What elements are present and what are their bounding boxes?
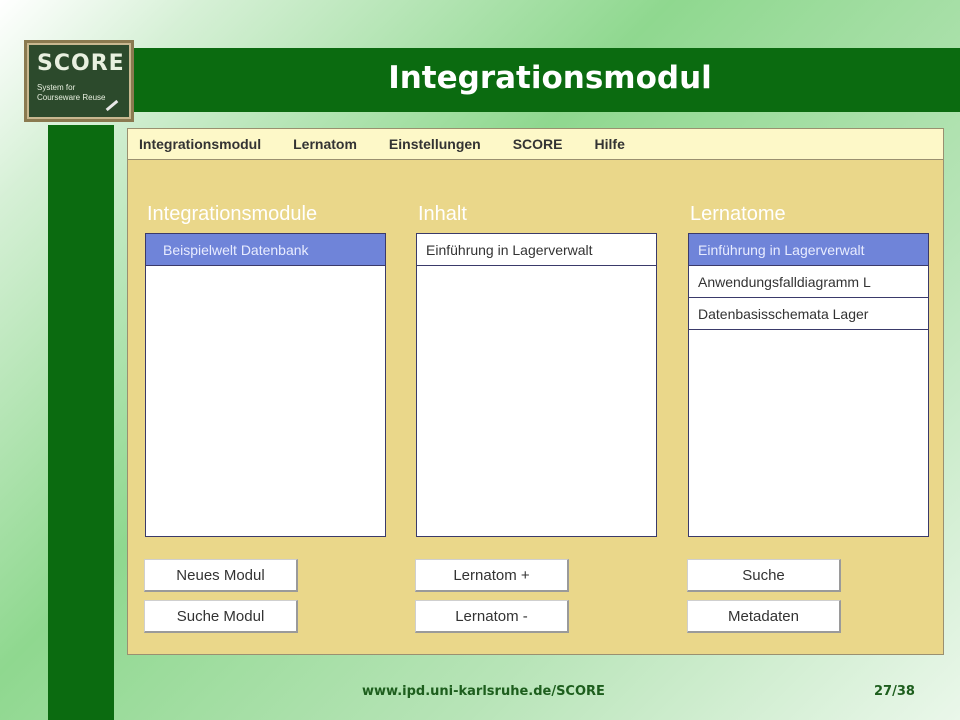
metadaten-button[interactable]: Metadaten	[687, 600, 841, 633]
left-bar-background	[48, 125, 114, 720]
lernatom-plus-button[interactable]: Lernatom +	[415, 559, 569, 592]
app-window: Integrationsmodul Lernatom Einstellungen…	[127, 128, 944, 655]
integrationsmodule-list[interactable]: Beispielwelt Datenbank	[145, 233, 386, 537]
lernatom-minus-button[interactable]: Lernatom -	[415, 600, 569, 633]
list-item[interactable]: Beispielwelt Datenbank	[146, 234, 385, 266]
page-number: 27/38	[874, 684, 915, 699]
menu-bar: Integrationsmodul Lernatom Einstellungen…	[128, 129, 943, 160]
footer-url: www.ipd.uni-karlsruhe.de/SCORE	[362, 684, 605, 699]
suche-modul-button[interactable]: Suche Modul	[144, 600, 298, 633]
suche-button[interactable]: Suche	[687, 559, 841, 592]
list-item[interactable]: Anwendungsfalldiagramm L	[689, 266, 928, 298]
list-item[interactable]: Einführung in Lagerverwalt	[417, 234, 656, 266]
integrationsmodule-heading: Integrationsmodule	[147, 203, 318, 225]
slide-title: Integrationsmodul	[388, 60, 712, 96]
neues-modul-button[interactable]: Neues Modul	[144, 559, 298, 592]
logo-subtitle: System for Courseware Reuse	[37, 83, 106, 102]
menu-lernatom[interactable]: Lernatom	[293, 136, 357, 152]
title-bar-background	[48, 48, 960, 112]
menu-einstellungen[interactable]: Einstellungen	[388, 136, 481, 152]
logo-word: SCORE	[37, 51, 125, 76]
list-item[interactable]: Einführung in Lagerverwalt	[689, 234, 928, 266]
menu-hilfe[interactable]: Hilfe	[594, 136, 625, 152]
list-item[interactable]: Datenbasisschemata Lager	[689, 298, 928, 330]
inhalt-list[interactable]: Einführung in Lagerverwalt	[416, 233, 657, 537]
inhalt-heading: Inhalt	[418, 203, 467, 225]
menu-integrationsmodul[interactable]: Integrationsmodul	[139, 136, 262, 152]
menu-score[interactable]: SCORE	[512, 136, 563, 152]
score-logo: SCORE System for Courseware Reuse	[24, 40, 134, 122]
lernatome-list[interactable]: Einführung in Lagerverwalt Anwendungsfal…	[688, 233, 929, 537]
lernatome-heading: Lernatome	[690, 203, 786, 225]
